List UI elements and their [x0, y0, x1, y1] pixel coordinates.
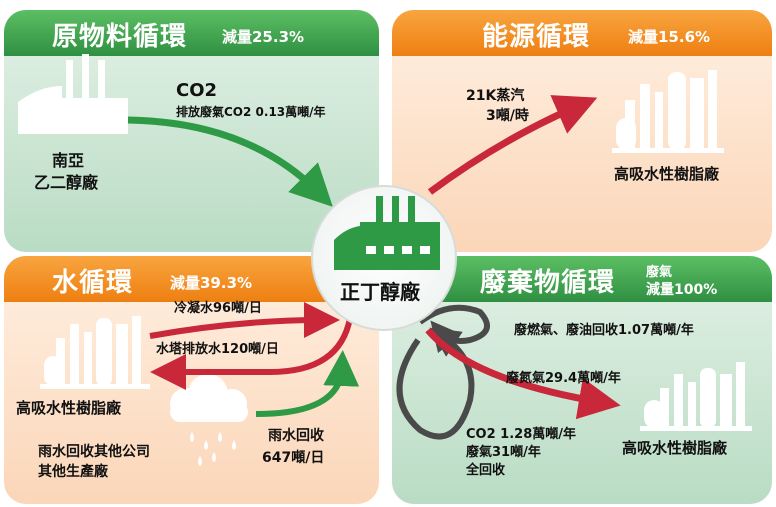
condensate-label: 冷凝水96噸/日 [174, 301, 262, 316]
water-reduction: 減量39.3% [170, 274, 253, 292]
co2-flow-arrow [127, 116, 333, 207]
raw-material-header: 原物料循環 減量25.3% [4, 10, 379, 56]
source-plant-line1: 南亞 [52, 151, 85, 170]
factory-icon [18, 54, 128, 134]
steam-flow-arrow [427, 95, 598, 195]
co2-recovery-loop-arrow [396, 327, 475, 440]
nitrogen-label: 廢氮氣29.4萬噸/年 [506, 371, 621, 386]
water-title: 水循環 [52, 268, 134, 298]
condensate-flow-arrow [149, 302, 340, 339]
energy-target-plant: 高吸水性樹脂廠 [614, 165, 720, 183]
steam-label-line2: 3噸/時 [486, 108, 529, 124]
rain-recovery-line2: 647噸/日 [262, 450, 325, 466]
tower-water-flow-arrow [150, 317, 353, 390]
co2-recovery-line3: 全回收 [466, 463, 506, 478]
raw-material-reduction: 減量25.3% [222, 28, 305, 46]
waste-reduction-line1: 廢氣 [646, 265, 673, 280]
factory-windows [366, 246, 430, 254]
chemical-plant-icon [612, 70, 724, 153]
waste-title: 廢棄物循環 [480, 268, 616, 298]
energy-reduction: 減量15.6% [628, 28, 711, 46]
source-plant-line2: 乙二醇廠 [34, 173, 99, 192]
steam-label-line1: 21K蒸汽 [466, 88, 525, 104]
co2-detail: 排放廢氣CO2 0.13萬噸/年 [176, 105, 326, 119]
tower-water-label: 水塔排放水120噸/日 [156, 342, 279, 357]
waste-target-plant: 高吸水性樹脂廠 [622, 439, 728, 457]
energy-header: 能源循環 減量15.6% [392, 10, 772, 56]
waste-header: 廢棄物循環 廢氣 減量100% [392, 256, 772, 302]
rain-cloud-icon [170, 374, 248, 466]
chemical-plant-icon [640, 362, 752, 431]
co2-recovery-line1: CO2 1.28萬噸/年 [466, 427, 576, 442]
water-target-plant: 高吸水性樹脂廠 [16, 399, 122, 417]
energy-title: 能源循環 [482, 22, 591, 52]
chemical-plant-icon [40, 316, 150, 389]
center-plant-label: 正丁醇廠 [340, 280, 420, 304]
rain-source-line1: 雨水回收其他公司 [38, 444, 150, 460]
waste-reduction-line2: 減量100% [646, 282, 718, 298]
rain-source-line2: 其他生產廠 [38, 464, 108, 480]
rain-recovery-line1: 雨水回收 [268, 428, 324, 444]
nitrogen-flow-arrow [425, 327, 621, 420]
co2-title: CO2 [176, 80, 218, 101]
co2-recovery-line2: 廢氣31噸/年 [466, 445, 541, 460]
raw-material-title: 原物料循環 [52, 22, 188, 52]
fuel-recovery-label: 廢燃氣、廢油回收1.07萬噸/年 [514, 323, 694, 338]
water-panel: 水循環 減量39.3% [4, 256, 379, 504]
rainwater-flow-arrow [255, 350, 360, 417]
